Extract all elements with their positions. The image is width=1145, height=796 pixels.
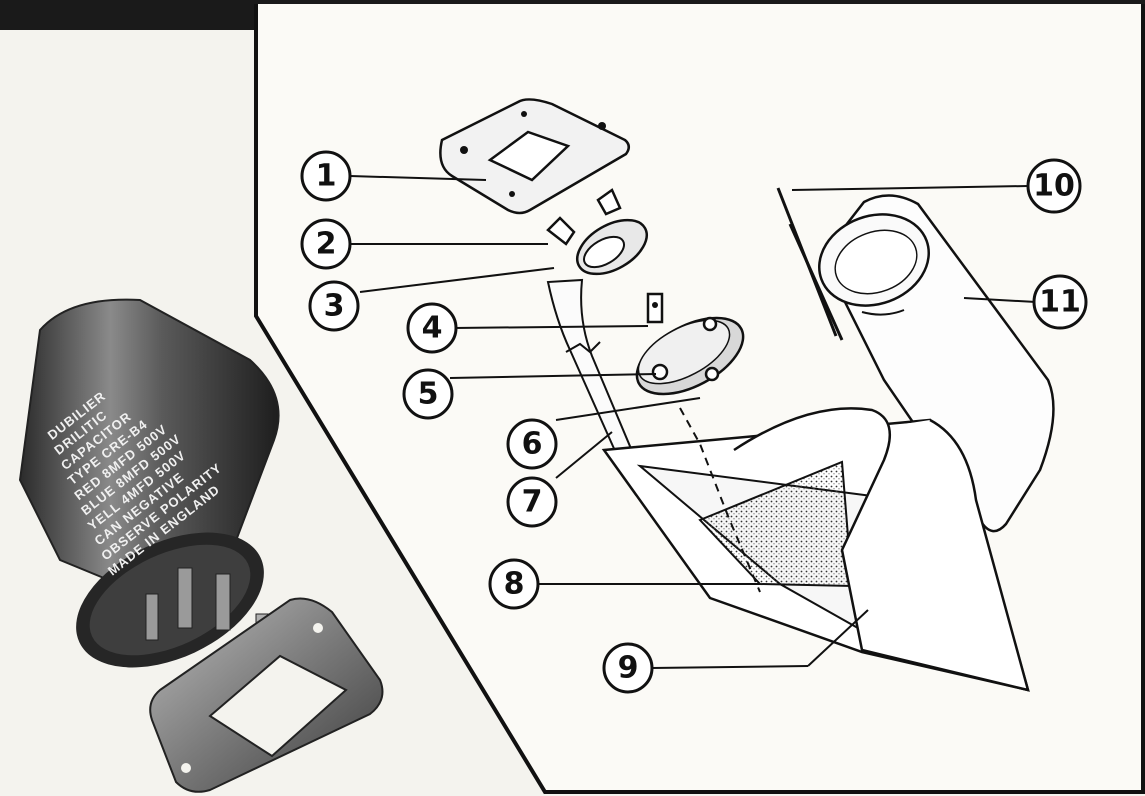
callout-2: 2: [302, 220, 350, 268]
callout-4: 4: [408, 304, 456, 352]
header-rule: [255, 0, 1145, 4]
callout-4-label: 4: [422, 311, 443, 346]
callout-6-label: 6: [522, 427, 543, 462]
callout-5: 5: [404, 370, 452, 418]
callout-9-label: 9: [618, 651, 639, 686]
callout-10: 10: [1028, 160, 1080, 212]
callout-1-label: 1: [316, 159, 337, 194]
callout-5-label: 5: [418, 377, 439, 412]
callout-7-label: 7: [522, 485, 543, 520]
callout-7: 7: [508, 478, 556, 526]
callout-3: 3: [310, 282, 358, 330]
callout-6: 6: [508, 420, 556, 468]
callout-8-label: 8: [504, 567, 525, 602]
callout-9: 9: [604, 644, 652, 692]
callout-11-label: 11: [1039, 285, 1081, 320]
callout-11: 11: [1034, 276, 1086, 328]
callout-3-label: 3: [324, 289, 345, 324]
callout-2-label: 2: [316, 227, 337, 262]
callout-1: 1: [302, 152, 350, 200]
header-bar: [0, 0, 255, 30]
callout-8: 8: [490, 560, 538, 608]
callout-10-label: 10: [1033, 169, 1075, 204]
